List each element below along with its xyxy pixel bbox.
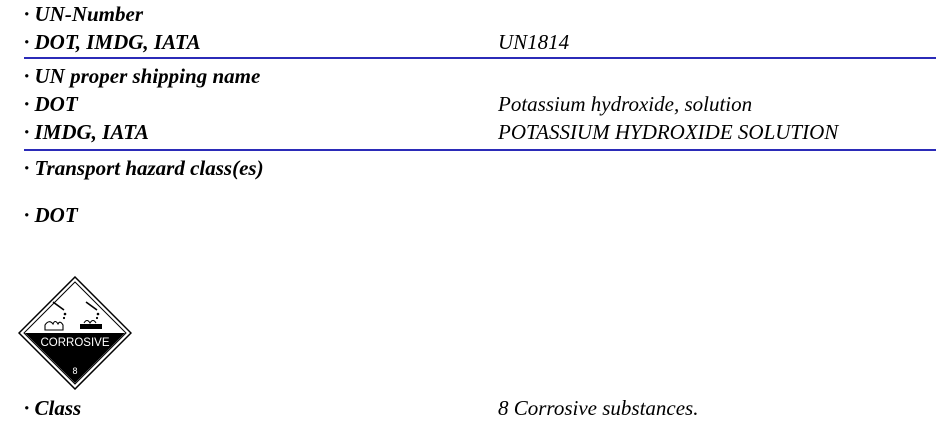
hazard-class-dot-label: · DOT	[24, 203, 78, 227]
corrosive-placard-icon: CORROSIVE 8	[18, 276, 132, 390]
hazard-class-heading: · Transport hazard class(es)	[24, 156, 264, 180]
class-label: · Class	[24, 396, 82, 420]
shipping-name-dot-label: · DOT	[24, 92, 78, 116]
un-number-heading: · UN-Number	[24, 2, 143, 26]
class-value: 8 Corrosive substances.	[498, 396, 699, 420]
section-divider	[24, 149, 936, 151]
placard-number: 8	[72, 366, 77, 376]
shipping-name-imdg-iata-label: · IMDG, IATA	[24, 120, 149, 144]
placard-label: CORROSIVE	[40, 337, 109, 349]
un-number-value: UN1814	[498, 30, 570, 54]
section-divider	[24, 57, 936, 59]
un-number-modes-label: · DOT, IMDG, IATA	[24, 30, 201, 54]
shipping-name-dot-value: Potassium hydroxide, solution	[498, 92, 753, 116]
shipping-name-imdg-iata-value: POTASSIUM HYDROXIDE SOLUTION	[498, 120, 839, 144]
shipping-name-heading: · UN proper shipping name	[24, 64, 261, 88]
